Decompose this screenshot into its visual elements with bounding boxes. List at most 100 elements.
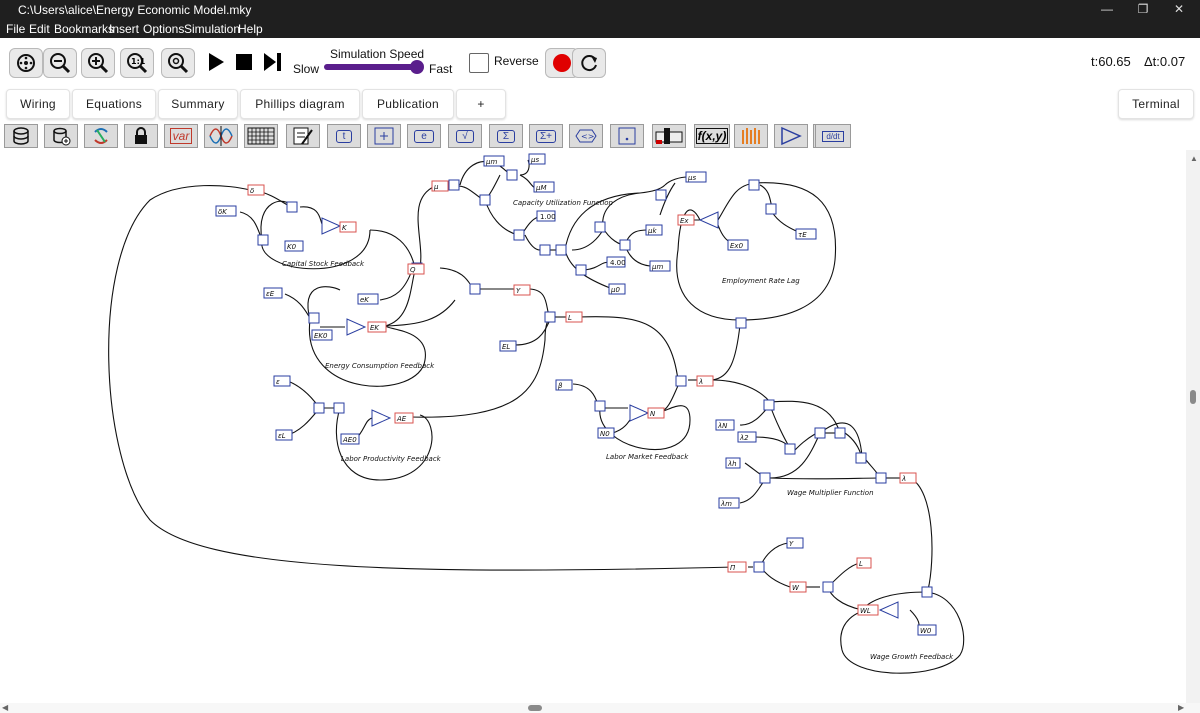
table-button[interactable]	[244, 124, 278, 148]
title-bar: C:\Users\alice\Energy Economic Model.mky…	[0, 0, 1200, 20]
var-mu: μ	[433, 183, 439, 191]
tab-wiring[interactable]: Wiring	[6, 89, 70, 119]
var-Ex: Ex	[680, 217, 689, 225]
horizontal-scroll-thumb[interactable]	[528, 705, 542, 711]
vertical-scroll-thumb[interactable]	[1190, 390, 1196, 404]
dot-op-button[interactable]	[610, 124, 644, 148]
model-diagram[interactable]: 1.00 4.00 δ K Q μ EK AE Y L N λ Ex λ WL …	[0, 150, 1186, 703]
tab-publication[interactable]: Publication	[362, 89, 454, 119]
scroll-left-icon[interactable]: ◀	[2, 703, 9, 712]
record-icon	[553, 54, 571, 72]
user-function-button[interactable]: f(x,y)	[694, 124, 730, 148]
sqrt-button[interactable]: √	[448, 124, 482, 148]
constant-4: 4.00	[610, 259, 626, 267]
zoom-out-icon	[50, 53, 71, 74]
running-sum-button[interactable]: Σ+	[529, 124, 563, 148]
lock-icon	[135, 127, 147, 144]
database-plus-button[interactable]	[44, 124, 78, 148]
difference-button[interactable]: <>	[569, 124, 603, 148]
tab-add-button[interactable]: +	[456, 89, 506, 119]
var-K: K	[342, 224, 348, 232]
note-button[interactable]	[286, 124, 320, 148]
database-button[interactable]	[4, 124, 38, 148]
stop-button[interactable]	[232, 50, 256, 74]
var-Pi: Π	[730, 564, 736, 572]
tab-phillips-diagram[interactable]: Phillips diagram	[240, 89, 360, 119]
minimize-icon[interactable]: —	[1101, 2, 1113, 16]
godley-table-button[interactable]	[84, 124, 118, 148]
horizontal-scrollbar[interactable]: ◀ ▶	[0, 703, 1200, 713]
integrate-icon	[781, 126, 802, 146]
window-title: C:\Users\alice\Energy Economic Model.mky	[18, 3, 252, 17]
recording-replay-button[interactable]	[572, 48, 606, 78]
sum-plus-icon: Σ+	[535, 129, 557, 143]
menu-simulation[interactable]: Simulation	[184, 22, 241, 36]
var-L: L	[568, 314, 572, 322]
scroll-up-icon[interactable]: ▲	[1190, 154, 1198, 163]
zoom-reset-button[interactable]: 1:1	[120, 48, 154, 78]
scroll-right-icon[interactable]: ▶	[1178, 703, 1185, 712]
add-icon	[374, 127, 394, 145]
dot-icon	[618, 127, 636, 145]
var-icon: var	[169, 128, 193, 144]
var-W0: W0	[920, 627, 932, 635]
speed-slider-handle[interactable]	[410, 60, 425, 74]
svg-text:<>: <>	[581, 132, 594, 141]
var-deltaK: δK	[218, 208, 228, 216]
reverse-checkbox[interactable]	[469, 53, 489, 73]
wiring-canvas[interactable]: 1.00 4.00 δ K Q μ EK AE Y L N λ Ex λ WL …	[0, 150, 1186, 703]
variable-button[interactable]: var	[164, 124, 198, 148]
zoom-fit-icon	[17, 54, 35, 72]
zoom-in-button[interactable]	[81, 48, 115, 78]
speed-slider[interactable]	[324, 60, 425, 74]
zoom-to-display-button[interactable]	[161, 48, 195, 78]
menu-options[interactable]: Options	[143, 22, 185, 36]
grid-table-icon	[247, 127, 275, 145]
group-capacity-utilization-function: Capacity Utilization Function	[513, 199, 613, 207]
time-readout: t:60.65	[1091, 54, 1131, 69]
integral-icon: <>	[575, 129, 597, 143]
tab-summary[interactable]: Summary	[158, 89, 238, 119]
lock-button[interactable]	[124, 124, 158, 148]
svg-text:ε: ε	[276, 378, 280, 386]
tab-equations[interactable]: Equations	[72, 89, 156, 119]
plot-button[interactable]	[204, 124, 238, 148]
maximize-icon[interactable]: ❐	[1137, 2, 1149, 16]
step-icon	[264, 53, 281, 71]
database-plus-icon	[53, 127, 71, 146]
menu-insert[interactable]: Insert	[109, 22, 140, 36]
sum-button[interactable]: Σ	[489, 124, 523, 148]
fast-label: Fast	[429, 62, 453, 76]
var-lambda2: λ2	[739, 434, 749, 442]
var-WL: WL	[860, 607, 871, 615]
zoom-fit-button[interactable]	[9, 48, 43, 78]
var-Ex0: Ex0	[730, 242, 744, 250]
terminal-button[interactable]: Terminal	[1118, 89, 1194, 119]
step-button[interactable]	[260, 50, 284, 74]
zoom-display-icon	[168, 53, 189, 74]
vertical-scrollbar[interactable]: ▲	[1186, 150, 1200, 703]
reverse-label: Reverse	[494, 54, 539, 68]
menu-edit[interactable]: Edit	[29, 22, 50, 36]
switch-button[interactable]	[652, 124, 686, 148]
menu-file[interactable]: File	[6, 22, 26, 36]
var-mu-M: μM	[535, 184, 547, 192]
var-lambda-h: λh	[727, 460, 737, 468]
menu-bookmarks[interactable]: Bookmarks	[54, 22, 115, 36]
var-mu-m: μm	[485, 158, 497, 166]
derivative-button[interactable]: d/dt	[815, 124, 851, 148]
play-button[interactable]	[204, 50, 228, 74]
close-icon[interactable]: ✕	[1173, 2, 1185, 16]
time-op-button[interactable]: t	[327, 124, 361, 148]
integrate-button[interactable]	[774, 124, 808, 148]
sqrt-icon: √	[456, 129, 474, 143]
euler-constant-button[interactable]: e	[407, 124, 441, 148]
add-op-button[interactable]	[367, 124, 401, 148]
ravel-button[interactable]	[734, 124, 768, 148]
note-icon	[293, 127, 313, 145]
zoom-out-button[interactable]	[43, 48, 77, 78]
svg-text:μs: μs	[687, 174, 696, 182]
e-constant-icon: e	[414, 129, 434, 143]
constant-1: 1.00	[540, 213, 556, 221]
menu-help[interactable]: Help	[238, 22, 263, 36]
